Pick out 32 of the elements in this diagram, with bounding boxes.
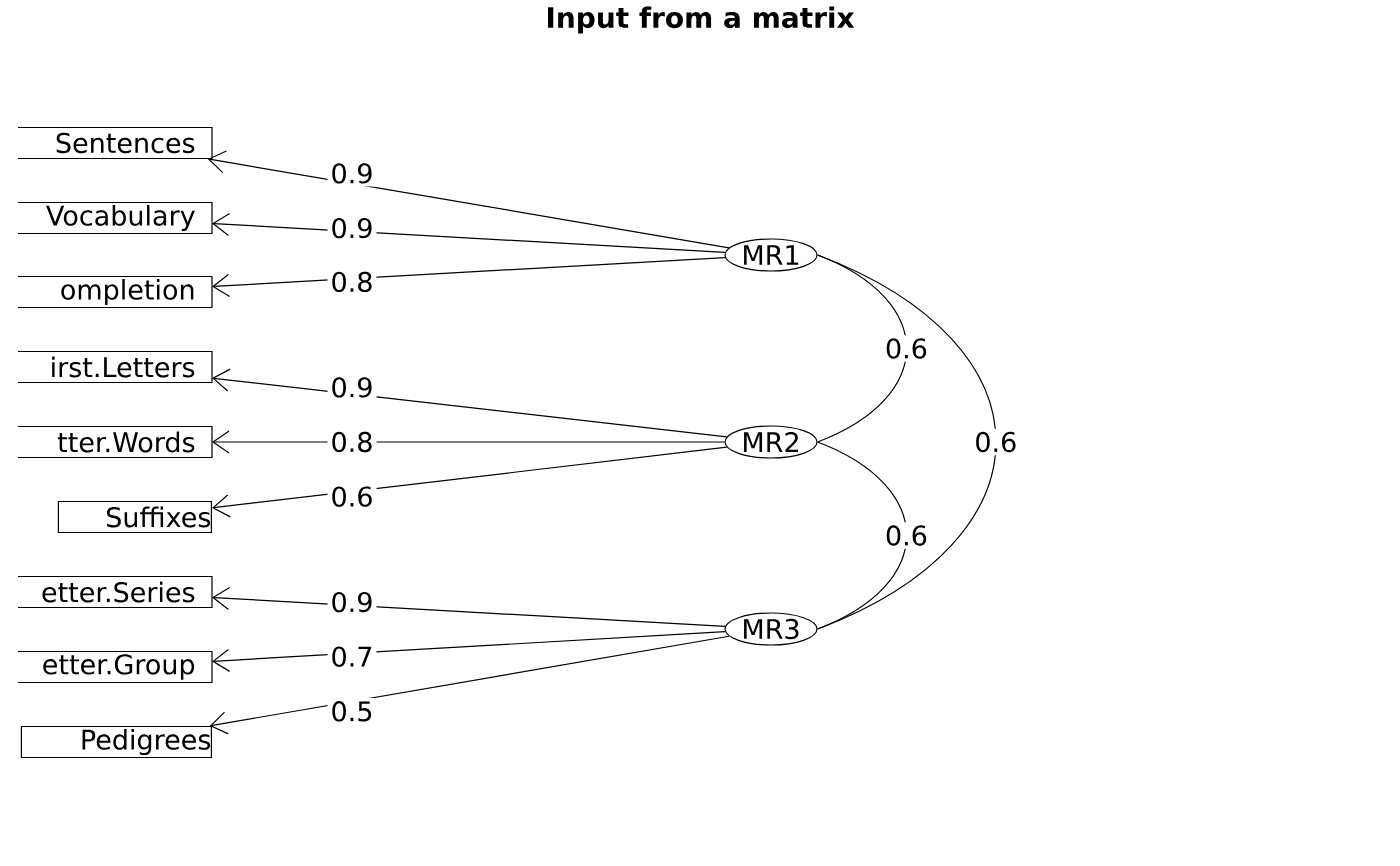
arrow: [212, 586, 726, 627]
arrow: [212, 446, 728, 518]
arrow: [207, 150, 730, 249]
edge-label: 0.9: [327, 160, 377, 187]
variable-box: Pedigrees: [20, 725, 212, 759]
variable-box: irst.Letters: [17, 350, 213, 384]
arrow: [212, 368, 728, 438]
variable-box: Sentences: [17, 126, 213, 160]
arrow: [209, 635, 730, 735]
edge-label: 0.9: [327, 588, 377, 616]
edge-label: 0.9: [327, 374, 377, 401]
arrow: [212, 631, 726, 672]
edge-label: 0.9: [327, 214, 377, 242]
arrow: [212, 257, 726, 298]
edge-label: 0.8: [327, 268, 377, 296]
arrow: [212, 430, 725, 454]
correlation-curve: [817, 254, 997, 630]
edge-label: 0.6: [971, 428, 1021, 456]
variable-box: tter.Words: [17, 425, 213, 459]
arrow: [212, 212, 726, 253]
variable-box: ompletion: [17, 275, 213, 309]
edge-label: 0.6: [327, 483, 377, 510]
edge-label: 0.7: [327, 643, 377, 670]
variable-box: Suffixes: [57, 500, 212, 534]
edge-label: 0.8: [327, 428, 377, 456]
variable-box: etter.Group: [17, 650, 213, 684]
edge-label: 0.6: [881, 335, 931, 362]
variable-box: etter.Series: [17, 575, 213, 609]
title: Input from a matrix: [548, 6, 855, 34]
variable-box: Vocabulary: [17, 201, 213, 235]
edge-label: 0.6: [881, 522, 931, 549]
edge-label: 0.5: [327, 698, 377, 725]
